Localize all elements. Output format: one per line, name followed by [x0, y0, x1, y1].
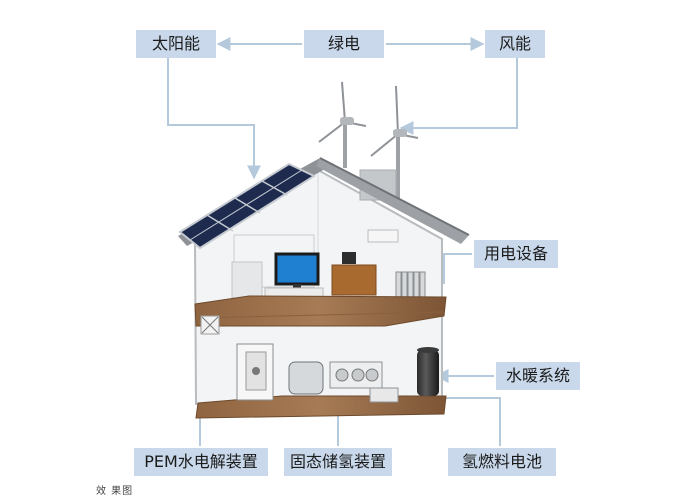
upper-floor-interior [231, 229, 426, 303]
lower-floor-interior [195, 315, 447, 419]
electrical-equipment-label: 用电设备 [474, 240, 558, 268]
solid-hydrogen-storage-label: 固态储氢装置 [284, 448, 392, 476]
hydrogen-fuel-cell-label: 氢燃料电池 [448, 448, 556, 476]
wind-turbine-left [318, 81, 367, 168]
heating-tank [417, 347, 439, 396]
hydrogen-storage-unit [288, 361, 399, 403]
solar-panel-array [178, 162, 317, 250]
green-power-label: 绿电 [304, 30, 384, 58]
connector-lines [167, 37, 518, 446]
wind-turbine-right [370, 85, 419, 204]
pem-electrolyzer-unit [236, 343, 274, 401]
wind-label: 风能 [485, 30, 545, 58]
pem-electrolysis-label: PEM水电解装置 [134, 448, 268, 476]
wooden-floor-slab [194, 295, 447, 327]
solar-label: 太阳能 [136, 30, 216, 58]
watermark-text: 效 果图 [96, 486, 134, 497]
heating-system-label: 水暖系统 [496, 362, 580, 390]
